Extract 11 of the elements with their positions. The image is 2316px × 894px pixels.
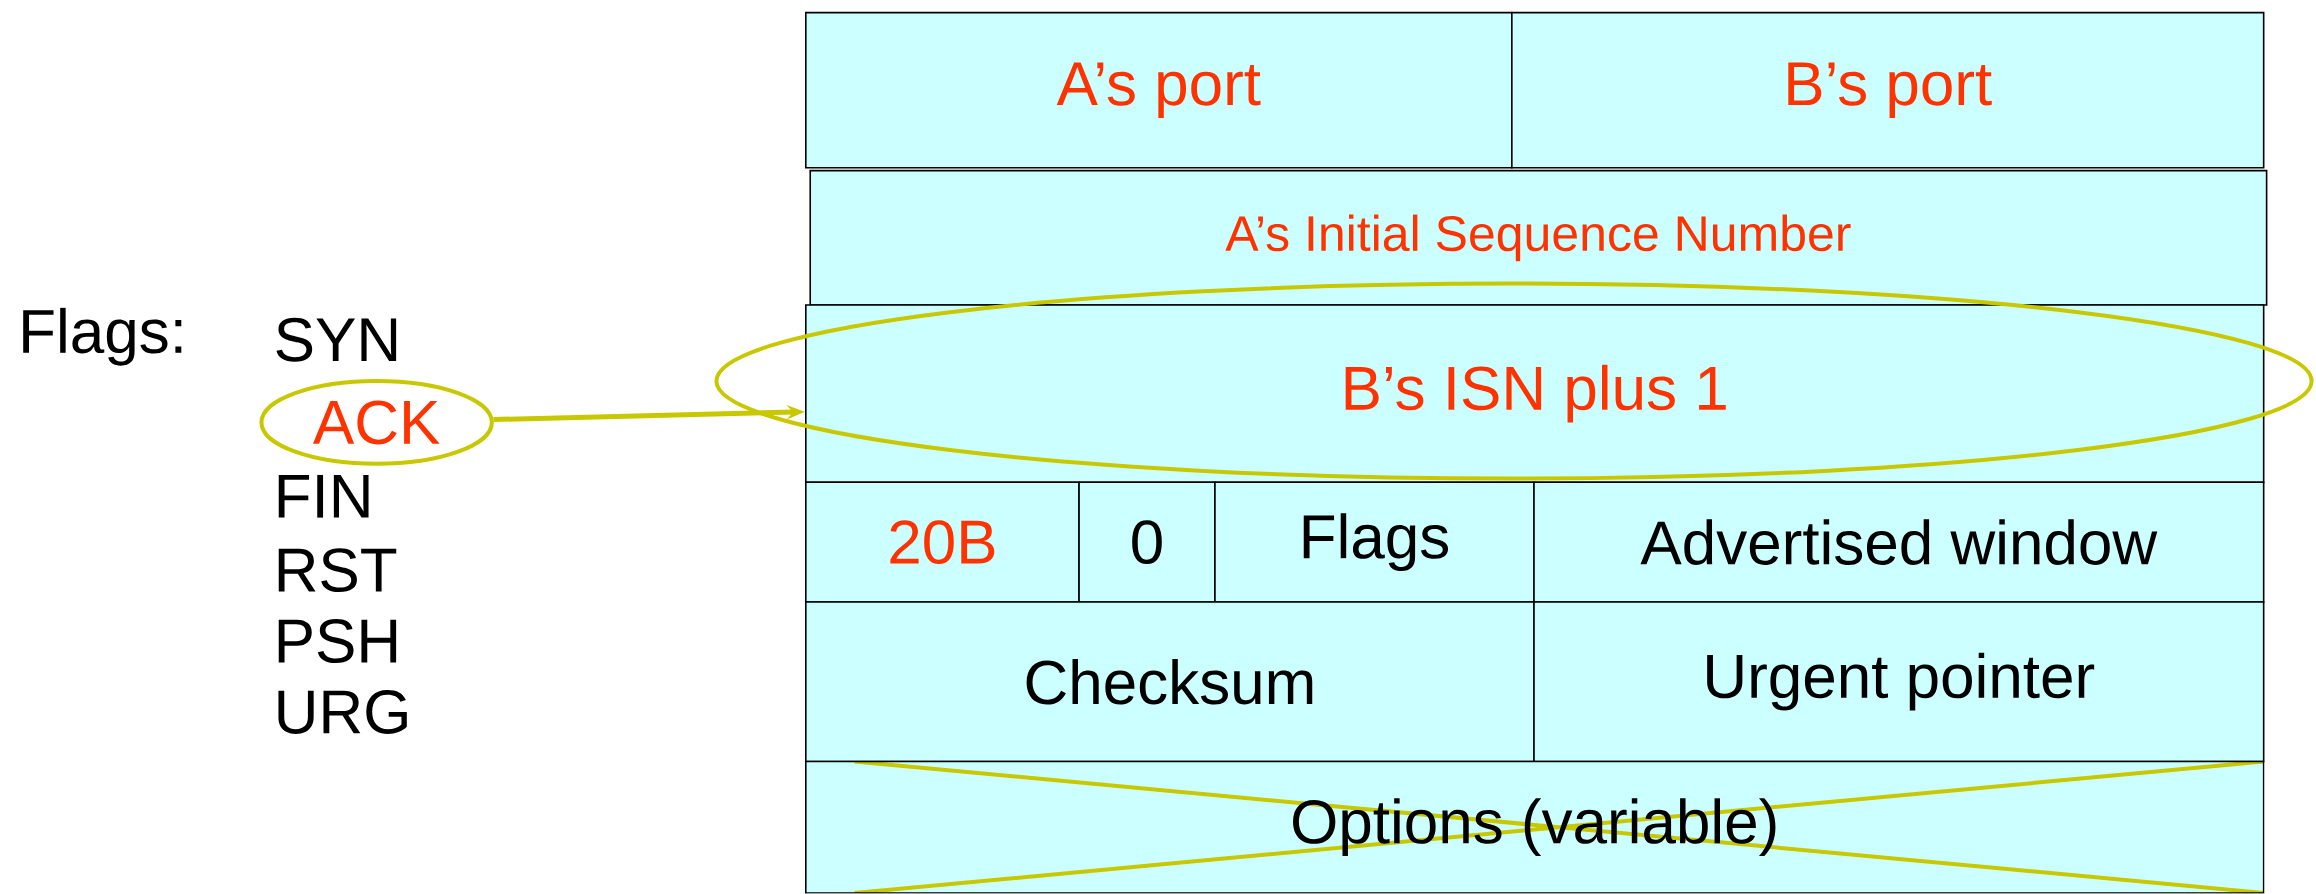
field-cell: 20B — [805, 481, 1080, 603]
circled-flag: ACK — [259, 379, 494, 466]
flag-label: Flags: — [23, 308, 182, 366]
flag-label: URG — [278, 690, 407, 735]
flag-label: PSH — [278, 619, 397, 664]
field-cell: 0 — [1078, 481, 1216, 603]
field-cell: B’s port — [1511, 12, 2265, 169]
field-cell: Urgent pointer — [1533, 601, 2265, 763]
field-cell: A’s port — [805, 12, 1513, 169]
flag-label: RST — [278, 548, 397, 593]
field-cell: A’s Initial Sequence Number — [809, 170, 2268, 307]
